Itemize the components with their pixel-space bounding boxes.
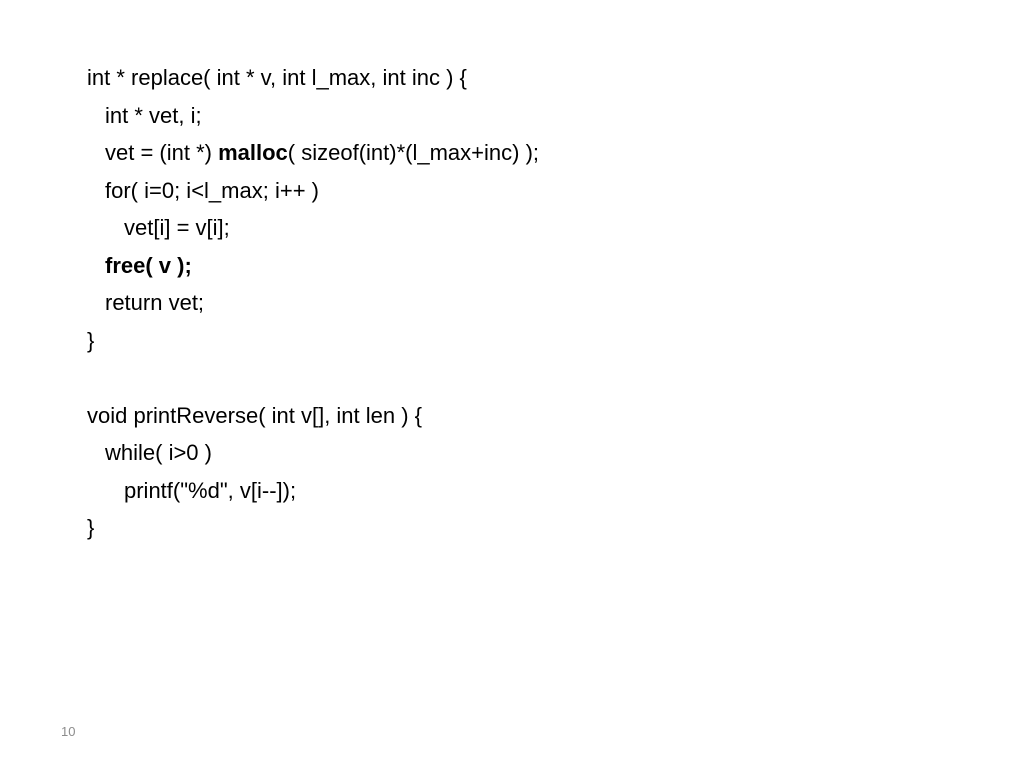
- code-line-while: while( i>0 ): [105, 440, 212, 465]
- code-line-printreverse-close: }: [87, 515, 95, 540]
- code-line-declare-vars: int * vet, i;: [105, 102, 202, 128]
- malloc-suffix: ( sizeof(int)*(l_max+inc) );: [287, 140, 540, 165]
- slide-number: 10: [61, 724, 76, 739]
- code-line-replace-signature: int * replace( int * v, int l_max, int i…: [87, 65, 467, 90]
- malloc-prefix: vet = (int *): [105, 140, 219, 165]
- code-line-replace-close: }: [87, 327, 95, 353]
- code-line-malloc: vet = (int *) malloc( sizeof(int)*(l_max…: [87, 134, 967, 172]
- code-line-free: free( v );: [105, 252, 192, 278]
- malloc-keyword: malloc: [218, 140, 288, 165]
- code-line-return: return vet;: [105, 290, 205, 315]
- code-block: int * replace( int * v, int l_max, int i…: [87, 59, 967, 547]
- code-line-copy: vet[i] = v[i];: [124, 215, 230, 240]
- blank-line: [87, 359, 967, 397]
- code-line-printf: printf("%d", v[i--]);: [124, 477, 297, 503]
- code-line-for-loop: for( i=0; i<l_max; i++ ): [105, 177, 319, 203]
- code-line-printreverse-signature: void printReverse( int v[], int len ) {: [87, 402, 423, 428]
